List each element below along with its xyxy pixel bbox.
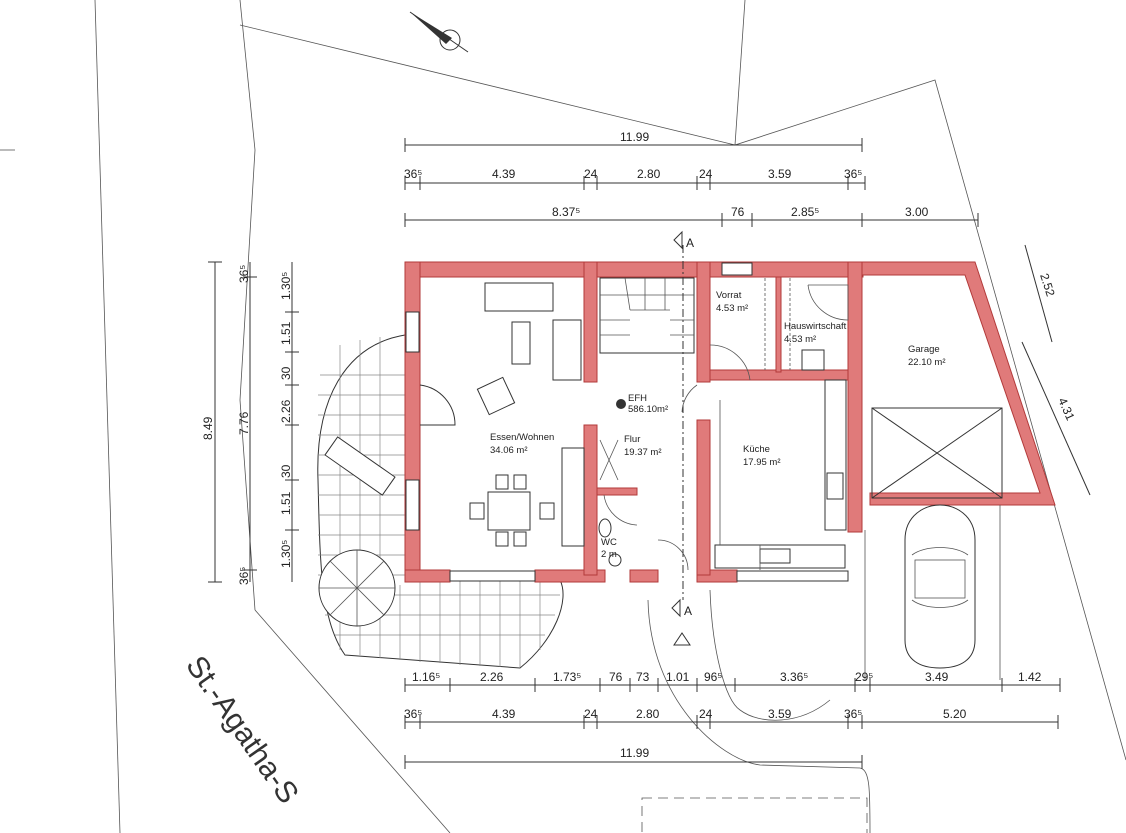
room-wc-name: WC xyxy=(601,537,617,548)
top-dimension-lines xyxy=(404,138,979,227)
living-furniture xyxy=(419,282,585,547)
dim-bot-r1-7: 96⁵ xyxy=(704,670,722,684)
dim-left-2: 7.76 xyxy=(237,411,251,435)
dim-bot-r2-3: 24 xyxy=(584,707,598,721)
dim-left-1: 8.49 xyxy=(201,416,215,440)
room-kueche-name: Küche xyxy=(743,444,770,455)
dim-right-2: 4.31 xyxy=(1055,396,1077,423)
room-flur-name: Flur xyxy=(624,434,640,445)
dim-bot-r1-2: 2.26 xyxy=(480,670,504,684)
dim-bot-r1-10: 3.49 xyxy=(925,670,949,684)
room-vorrat-name: Vorrat xyxy=(716,290,742,301)
armchair xyxy=(476,376,516,416)
dim-bot-r1-4: 76 xyxy=(609,670,623,684)
dim-top-r2-4: 2.80 xyxy=(637,167,661,181)
utility-machines xyxy=(764,278,825,371)
sofa xyxy=(484,282,554,312)
staircase xyxy=(599,277,695,354)
dim-top-r3-1: 8.37⁵ xyxy=(552,205,580,219)
dim-bot-r1-3: 1.73⁵ xyxy=(553,670,581,684)
entrance-path xyxy=(641,589,871,833)
bottom-dimension-lines xyxy=(404,678,1061,769)
room-hauswirtschaft-area: 4.53 m² xyxy=(784,334,816,345)
dim-bot-r1-9: 29⁵ xyxy=(855,670,873,684)
dim-bot-r1-11: 1.42 xyxy=(1018,670,1042,684)
room-essen-area: 34.06 m² xyxy=(490,445,528,456)
svg-text:A: A xyxy=(684,604,692,618)
dim-bot-r2-2: 4.39 xyxy=(492,707,516,721)
dim-top-r2-6: 3.59 xyxy=(768,167,792,181)
carport xyxy=(864,407,1003,680)
dim-left-7: 2.26 xyxy=(279,399,293,423)
coffee-table xyxy=(511,321,531,365)
dim-bot-r2-1: 36⁵ xyxy=(404,707,422,721)
dim-left-8: 30 xyxy=(279,464,293,478)
right-dimension-lines xyxy=(1021,244,1091,496)
car-icon xyxy=(904,504,976,669)
dim-left-3: 36⁵ xyxy=(237,265,251,283)
parasol-icon xyxy=(318,549,396,627)
dim-bot-r2-5: 24 xyxy=(699,707,713,721)
svg-text:A: A xyxy=(686,236,694,250)
dim-top-r2-5: 24 xyxy=(699,167,713,181)
efh-area: 586.10m² xyxy=(628,404,668,415)
dim-bot-r1-5: 73 xyxy=(636,670,650,684)
room-garage-name: Garage xyxy=(908,344,940,355)
dim-left-4: 1.30⁵ xyxy=(279,272,293,300)
dim-bot-r1-6: 1.01 xyxy=(666,670,690,684)
dim-left-11: 36⁵ xyxy=(237,567,251,585)
dim-right-1: 2.52 xyxy=(1037,272,1058,299)
efh-level-marker xyxy=(616,399,626,409)
dining-table xyxy=(487,491,531,531)
left-dimension-lines xyxy=(208,261,299,583)
dim-top-r2-7: 36⁵ xyxy=(844,167,862,181)
dim-top-r2-2: 4.39 xyxy=(492,167,516,181)
efh-name: EFH xyxy=(628,393,647,404)
section-marker-top: A xyxy=(673,230,694,250)
dim-bot-r1-1: 1.16⁵ xyxy=(412,670,440,684)
terrace xyxy=(317,334,564,669)
dim-left-9: 1.51 xyxy=(279,491,293,515)
dim-top-r3-3: 2.85⁵ xyxy=(791,205,819,219)
dim-bot-r2-7: 36⁵ xyxy=(844,707,862,721)
dim-bot-r2-6: 3.59 xyxy=(768,707,792,721)
dim-bot-total: 11.99 xyxy=(620,746,649,760)
dim-bot-r2-8: 5.20 xyxy=(943,707,967,721)
room-kueche-area: 17.95 m² xyxy=(743,457,781,468)
sun-lounger xyxy=(324,436,396,496)
north-arrow-icon xyxy=(409,11,469,53)
wc-toilet xyxy=(598,518,612,538)
dim-top-r3-4: 3.00 xyxy=(905,205,929,219)
room-vorrat-area: 4.53 m² xyxy=(716,303,748,314)
street-name: St.-Agatha-S xyxy=(179,650,305,810)
sofa-2 xyxy=(552,319,582,381)
interior-walls xyxy=(583,261,849,576)
dim-top-total: 11.99 xyxy=(620,130,649,144)
dim-top-r3-2: 76 xyxy=(731,205,745,219)
dim-left-10: 1.30⁵ xyxy=(279,540,293,568)
room-garage-area: 22.10 m² xyxy=(908,357,946,368)
room-hauswirtschaft-name: Hauswirtschaft xyxy=(784,321,847,332)
room-essen-name: Essen/Wohnen xyxy=(490,432,554,443)
dim-top-r2-1: 36⁵ xyxy=(404,167,422,181)
windows xyxy=(405,262,849,582)
dim-left-5: 1.51 xyxy=(279,321,293,345)
dim-left-6: 30 xyxy=(279,366,293,380)
dim-bot-r2-4: 2.80 xyxy=(636,707,660,721)
flur-details xyxy=(598,284,849,571)
dim-top-r2-3: 24 xyxy=(584,167,598,181)
room-flur-area: 19.37 m² xyxy=(624,447,662,458)
kitchen-counters xyxy=(714,379,847,570)
section-marker-bottom: A xyxy=(671,598,692,618)
dim-bot-r1-8: 3.36⁵ xyxy=(780,670,808,684)
room-wc-area: 2 m xyxy=(601,549,617,560)
wc-sink xyxy=(608,553,622,567)
